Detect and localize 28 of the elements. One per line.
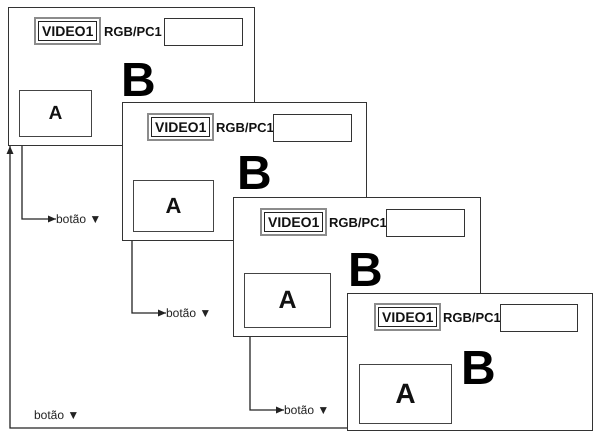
arrow [21, 146, 56, 222]
source-label: RGB/PC1 [443, 309, 501, 327]
inset-window: A [359, 364, 452, 424]
display-field [164, 18, 243, 46]
source-indicator-box: VIDEO1 [260, 208, 328, 236]
source-label: RGB/PC1 [329, 214, 387, 232]
inset-window: A [19, 90, 92, 137]
button-instruction: botão ▼ [56, 211, 102, 227]
region-letter: B [237, 150, 272, 198]
source-indicator-box: VIDEO1 [34, 17, 102, 45]
display-field [386, 209, 465, 237]
source-indicator-box: VIDEO1 [374, 303, 442, 331]
region-letter: B [348, 247, 383, 295]
region-letter: B [121, 57, 156, 105]
button-instruction: botão ▼ [284, 402, 330, 418]
display-field [273, 114, 352, 142]
arrow [6, 146, 347, 429]
arrow [131, 241, 166, 316]
region-letter: B [461, 345, 496, 393]
source-indicator-box: VIDEO1 [147, 113, 214, 141]
display-field [500, 304, 578, 332]
button-instruction: botão ▼ [166, 305, 212, 321]
inset-window: A [244, 273, 331, 328]
source-label: RGB/PC1 [104, 23, 162, 41]
arrow [249, 337, 284, 414]
inset-window: A [133, 180, 214, 232]
source-label: RGB/PC1 [216, 119, 274, 137]
screen-overlay [347, 293, 593, 431]
